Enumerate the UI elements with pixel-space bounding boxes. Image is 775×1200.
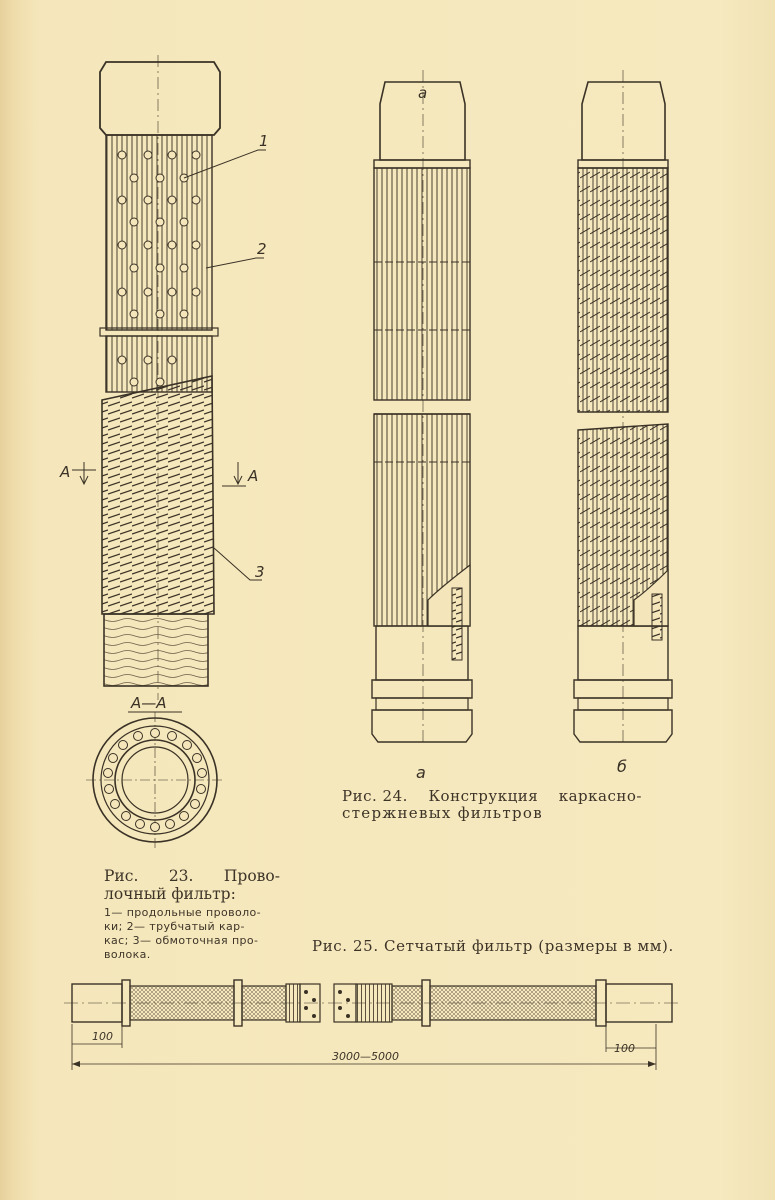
fig24-caption: Рис. 24. Конструкция каркасно- стержневы… bbox=[342, 787, 642, 823]
fig25-mesh-filter bbox=[64, 979, 680, 1070]
section-title: А—А bbox=[130, 694, 167, 712]
label-b: б bbox=[617, 757, 627, 776]
section-marker-right: A bbox=[247, 467, 258, 485]
legend-line: 1— продольные проволо- bbox=[104, 905, 262, 919]
dim-left: 100 bbox=[92, 1030, 113, 1043]
fig23-caption-word: Прово- bbox=[223, 867, 280, 885]
fig23-legend: 1— продольные проволо- ки; 2— трубчатый … bbox=[104, 906, 280, 962]
legend-line: волока. bbox=[104, 947, 151, 961]
callout-1: 1 bbox=[259, 132, 269, 150]
fig24a-frame-rod-filter bbox=[371, 70, 473, 745]
fig25-dimensions: 100 100 3000—5000 bbox=[92, 1030, 635, 1063]
callout-2: 2 bbox=[257, 240, 267, 258]
label-a: а bbox=[416, 763, 426, 782]
section-marker-left: A bbox=[59, 463, 70, 481]
fig25-caption: Рис. 25. Сетчатый фильтр (размеры в мм). bbox=[312, 937, 674, 955]
legend-line: кас; 3— обмоточная про- bbox=[104, 933, 259, 947]
fig24-caption-word1: Конструкция bbox=[428, 787, 539, 805]
legend-line: ки; 2— трубчатый кар- bbox=[104, 919, 245, 933]
fig24-caption-prefix: Рис. 24. bbox=[342, 787, 408, 805]
callout-3: 3 bbox=[255, 563, 265, 581]
dim-total: 3000—5000 bbox=[332, 1050, 399, 1063]
fig23-caption-prefix: Рис. bbox=[104, 867, 139, 885]
fig23-wire-filter bbox=[72, 55, 266, 848]
fig23-labels: 1 2 3 A A А—А bbox=[59, 132, 269, 712]
fig23-caption-line2: лочный фильтр: bbox=[104, 884, 236, 903]
fig24-caption-word2: каркасно- bbox=[558, 787, 642, 805]
fig24-caption-line2: стержневых фильтров bbox=[342, 804, 543, 823]
fig24-labels: а а б bbox=[416, 84, 627, 782]
label-a-top: а bbox=[418, 84, 427, 102]
dim-right: 100 bbox=[614, 1042, 635, 1055]
fig24b-frame-rod-filter bbox=[573, 70, 673, 745]
fig23-caption: Рис. 23. Прово- лочный фильтр: 1— продол… bbox=[104, 867, 280, 962]
fig23-caption-number: 23. bbox=[168, 867, 194, 885]
